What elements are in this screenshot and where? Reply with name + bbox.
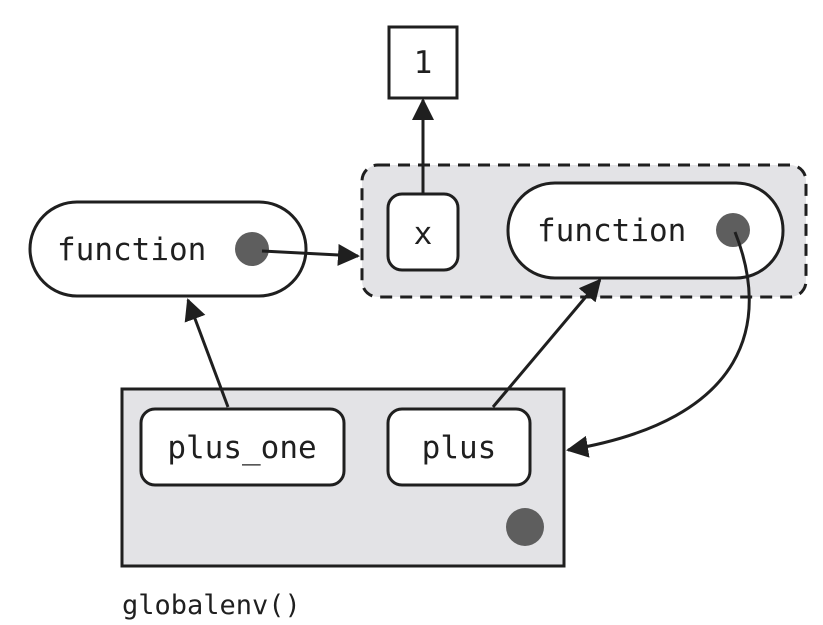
global-env-caption: globalenv(): [122, 590, 301, 621]
binding-plus-one-label: plus_one: [167, 430, 316, 466]
value-box-label: 1: [414, 45, 433, 81]
value-box: [387, 25, 459, 100]
arrow-outer-function-to-enclosing-env: [261, 243, 360, 266]
global-env-dot: [506, 508, 544, 546]
outer-function-node: [28, 200, 308, 298]
binding-plus-label: plus: [422, 430, 497, 466]
binding-plus: [386, 407, 532, 487]
inner-function-label: function: [537, 213, 686, 249]
binding-x-label: x: [414, 216, 433, 252]
inner-function-env-dot: [716, 213, 750, 247]
outer-function-label: function: [57, 232, 206, 268]
arrow-plus-one-to-outer-function: [184, 298, 230, 408]
binding-plus-one: [139, 407, 346, 487]
arrow-inner-function-to-global-env: [566, 231, 751, 458]
inner-function-node: [506, 181, 785, 280]
arrow-plus-to-inner-function: [491, 278, 602, 408]
outer-function-env-dot: [235, 232, 269, 266]
